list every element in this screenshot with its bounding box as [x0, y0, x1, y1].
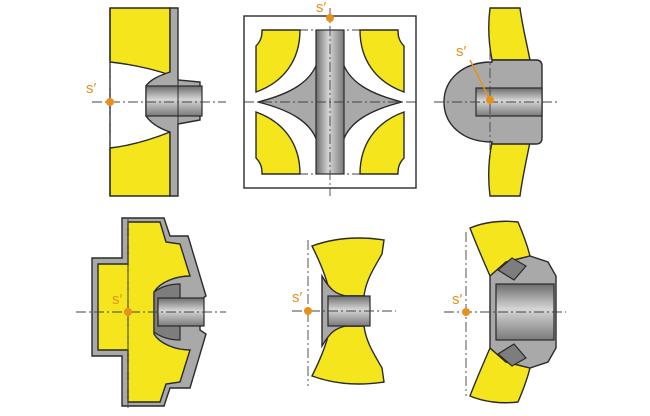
p5-label: s′ [292, 289, 303, 306]
p2-blade-br [359, 111, 405, 175]
p1-lower-blade [109, 130, 171, 197]
p2-blade-tr [359, 29, 405, 93]
p1-shaft-bore [145, 85, 203, 117]
p3-leader-line [469, 59, 491, 101]
p6-lower-bearing [496, 343, 527, 367]
p1-center-marker [106, 98, 114, 106]
p2-center-marker [326, 14, 334, 22]
panel-4-impeller-section: s′ [76, 217, 226, 408]
panel-3-impeller-section: s′ [434, 7, 558, 197]
panel-1-impeller-section: s′ [86, 7, 226, 197]
p6-upper-bearing [496, 257, 527, 281]
p1-label: s′ [86, 80, 97, 97]
p1-upper-blade [109, 7, 171, 76]
panel-6-impeller-section: s′ [444, 220, 566, 404]
p4-center-marker [124, 308, 132, 316]
p4-label: s′ [112, 291, 123, 308]
p6-label: s′ [452, 291, 463, 308]
p5-center-marker [304, 307, 312, 315]
panel-2-impeller-section: s′ [243, 0, 417, 196]
p6-upper-blade [469, 220, 531, 278]
p2-blade-tl [255, 29, 301, 93]
p5-upper-blade [311, 237, 385, 297]
p3-center-marker [486, 96, 494, 104]
p3-label: s′ [456, 43, 467, 60]
p2-label: s′ [316, 0, 327, 16]
p3-upper-vane [487, 7, 531, 61]
p5-lower-blade [311, 325, 385, 385]
panel-5-impeller-section: s′ [292, 237, 396, 386]
p6-center-marker [462, 308, 470, 316]
p6-lower-blade [469, 346, 531, 404]
p3-lower-vane [487, 141, 531, 197]
p2-blade-bl [255, 111, 301, 175]
